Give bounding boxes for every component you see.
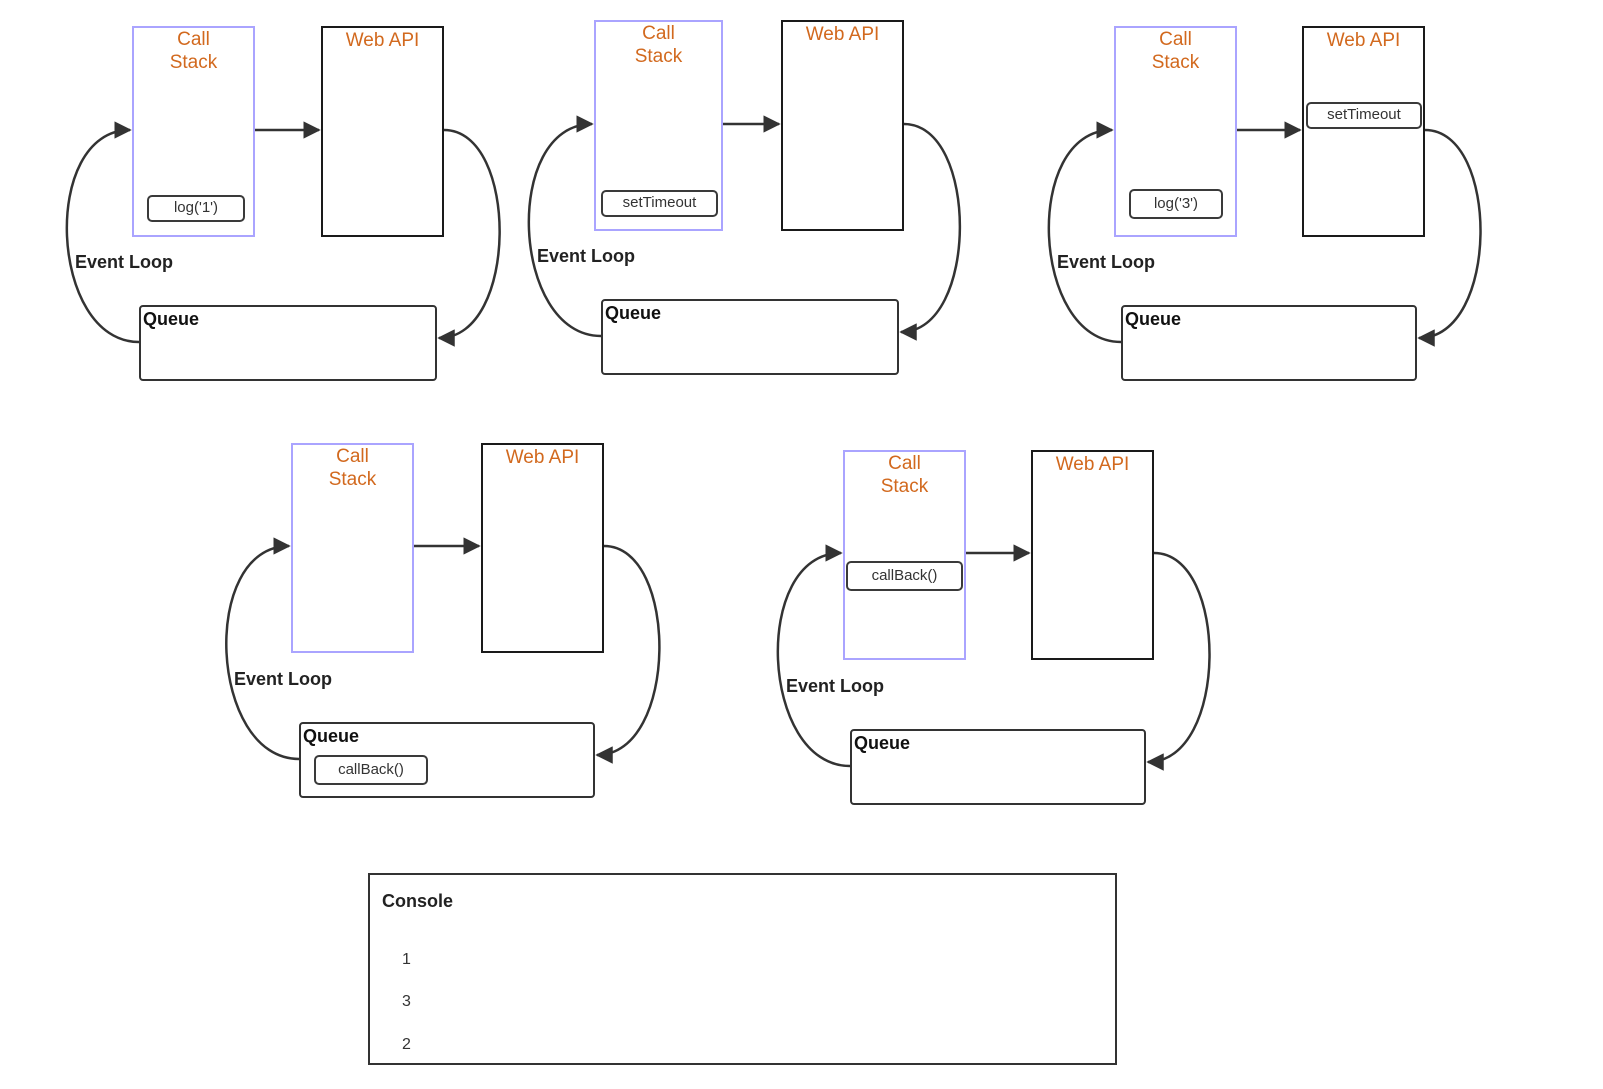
console-panel: Console 1 3 2 — [368, 873, 1117, 1065]
arrow-event-loop — [225, 537, 300, 761]
arrow-api-to-queue — [899, 122, 962, 341]
console-line-1: 1 — [402, 951, 411, 968]
arrow-event-loop — [776, 544, 851, 768]
console-line-3: 2 — [402, 1036, 411, 1053]
arrow-api-to-queue — [595, 544, 661, 764]
arrow-event-loop — [1047, 121, 1122, 344]
arrow-api-to-queue — [437, 128, 501, 347]
arrow-event-loop — [65, 121, 140, 344]
arrow-api-to-queue — [1417, 128, 1482, 347]
arrow-api-to-queue — [1146, 551, 1211, 771]
arrow-event-loop — [527, 115, 602, 338]
console-title: Console — [382, 891, 454, 911]
console-line-2: 3 — [402, 993, 411, 1010]
